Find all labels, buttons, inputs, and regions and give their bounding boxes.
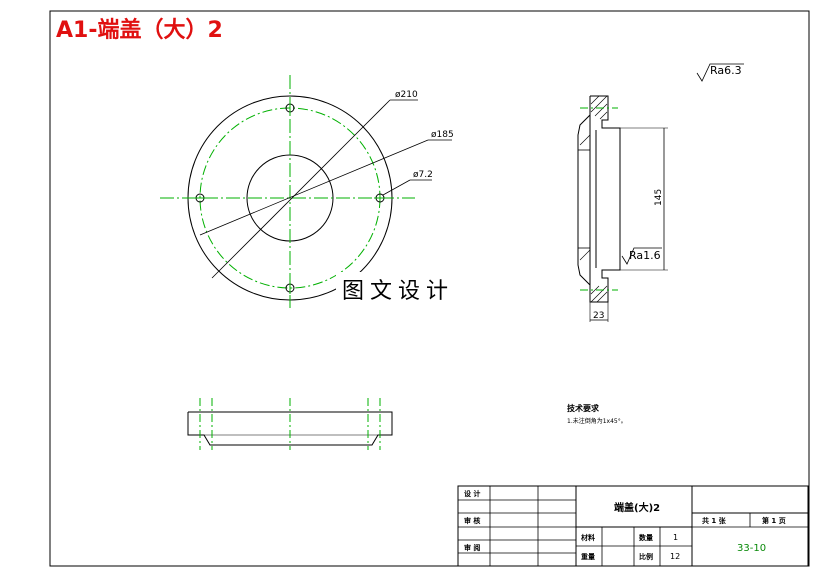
- title-block: 设 计 审 核 审 阅 端盖(大)2 材料 数量 1 重量 比例 12 共 1 …: [457, 485, 809, 567]
- roughness-global-symbol: [696, 63, 744, 82]
- tb-drawing-no: 33-10: [737, 543, 766, 554]
- dim-23: 23: [593, 311, 604, 321]
- notes-heading: 技术要求: [567, 403, 600, 413]
- dim-145: 145: [654, 189, 664, 206]
- roughness-global: Ra6.3: [710, 64, 742, 77]
- tb-part-name: 端盖(大)2: [614, 501, 660, 514]
- notes-line1: 1.未注倒角为1x45°。: [567, 417, 627, 425]
- tb-scale-label: 比例: [639, 552, 653, 561]
- front-view: ø210 ø185 ø7.2: [160, 75, 454, 308]
- section-outline: [577, 95, 621, 303]
- section-view: 145 23 Ra1.6: [577, 95, 668, 322]
- top-view-outline: [187, 411, 393, 446]
- roughness-local-symbol: [621, 247, 662, 265]
- leader-d210: [211, 99, 391, 279]
- tb-sheet-num: 第 1 页: [762, 516, 786, 525]
- tb-design: 设 计: [464, 489, 480, 498]
- tb-approve: 审 阅: [464, 543, 480, 552]
- leader-d72: [382, 179, 411, 196]
- top-view: [187, 398, 393, 450]
- drawing-title: A1-端盖（大）2: [56, 17, 223, 43]
- tb-qty-value: 1: [673, 533, 678, 542]
- watermark-bg: [336, 272, 486, 308]
- dim-d210: ø210: [395, 90, 418, 100]
- dim-d72: ø7.2: [413, 170, 433, 180]
- tb-check: 审 核: [464, 516, 480, 525]
- tb-material-label: 材料: [580, 533, 595, 542]
- tb-qty-label: 数量: [639, 533, 653, 542]
- tb-weight-label: 重量: [581, 552, 595, 561]
- tb-scale-value: 12: [670, 552, 680, 561]
- watermark-text: 图文设计: [342, 279, 454, 304]
- roughness-local: Ra1.6: [629, 249, 661, 262]
- outer-frame: [49, 10, 810, 567]
- leader-d185: [199, 139, 429, 236]
- dim-d185: ø185: [431, 130, 454, 140]
- tb-sheet-total: 共 1 张: [702, 516, 727, 525]
